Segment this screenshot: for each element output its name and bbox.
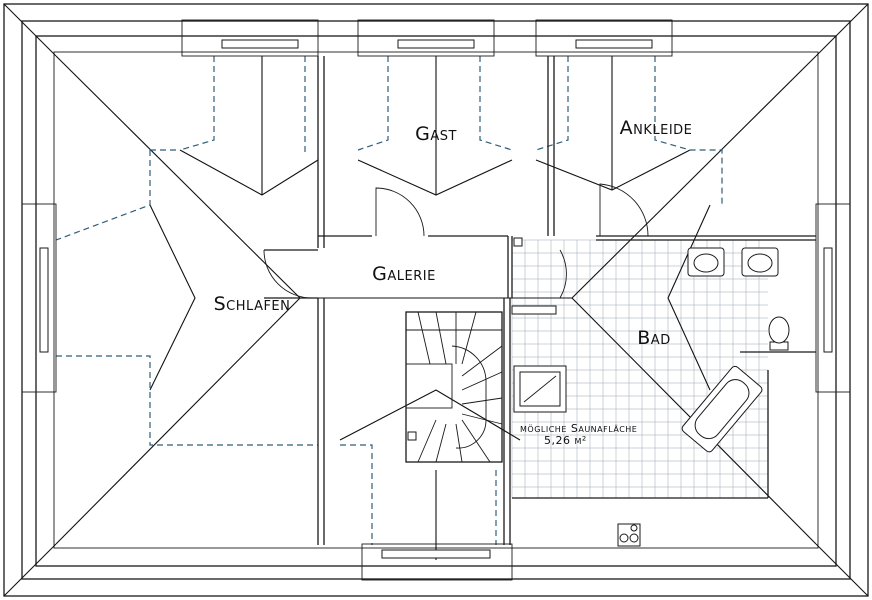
windows	[21, 19, 851, 581]
duct	[513, 237, 523, 247]
interior-walls	[264, 56, 816, 545]
sauna-heater	[513, 365, 567, 413]
shelf	[511, 305, 557, 315]
room-label-gast: Gast	[415, 123, 457, 145]
bathtub	[681, 365, 763, 453]
toilet	[768, 316, 790, 351]
double-sink	[687, 247, 779, 277]
room-label-ankleide: Ankleide	[620, 117, 693, 139]
stove-symbol	[617, 523, 641, 547]
knee-wall-outline	[55, 56, 723, 545]
sauna-area: 5,26 m²	[544, 434, 587, 447]
roof-lines	[3, 3, 869, 597]
staircase	[405, 311, 503, 463]
room-label-bad: Bad	[637, 327, 670, 349]
room-label-galerie: Galerie	[372, 263, 436, 285]
room-label-schlafen: Schlafen	[214, 293, 291, 315]
sauna-label: mögliche Saunafläche	[520, 422, 637, 435]
doors	[263, 183, 649, 299]
